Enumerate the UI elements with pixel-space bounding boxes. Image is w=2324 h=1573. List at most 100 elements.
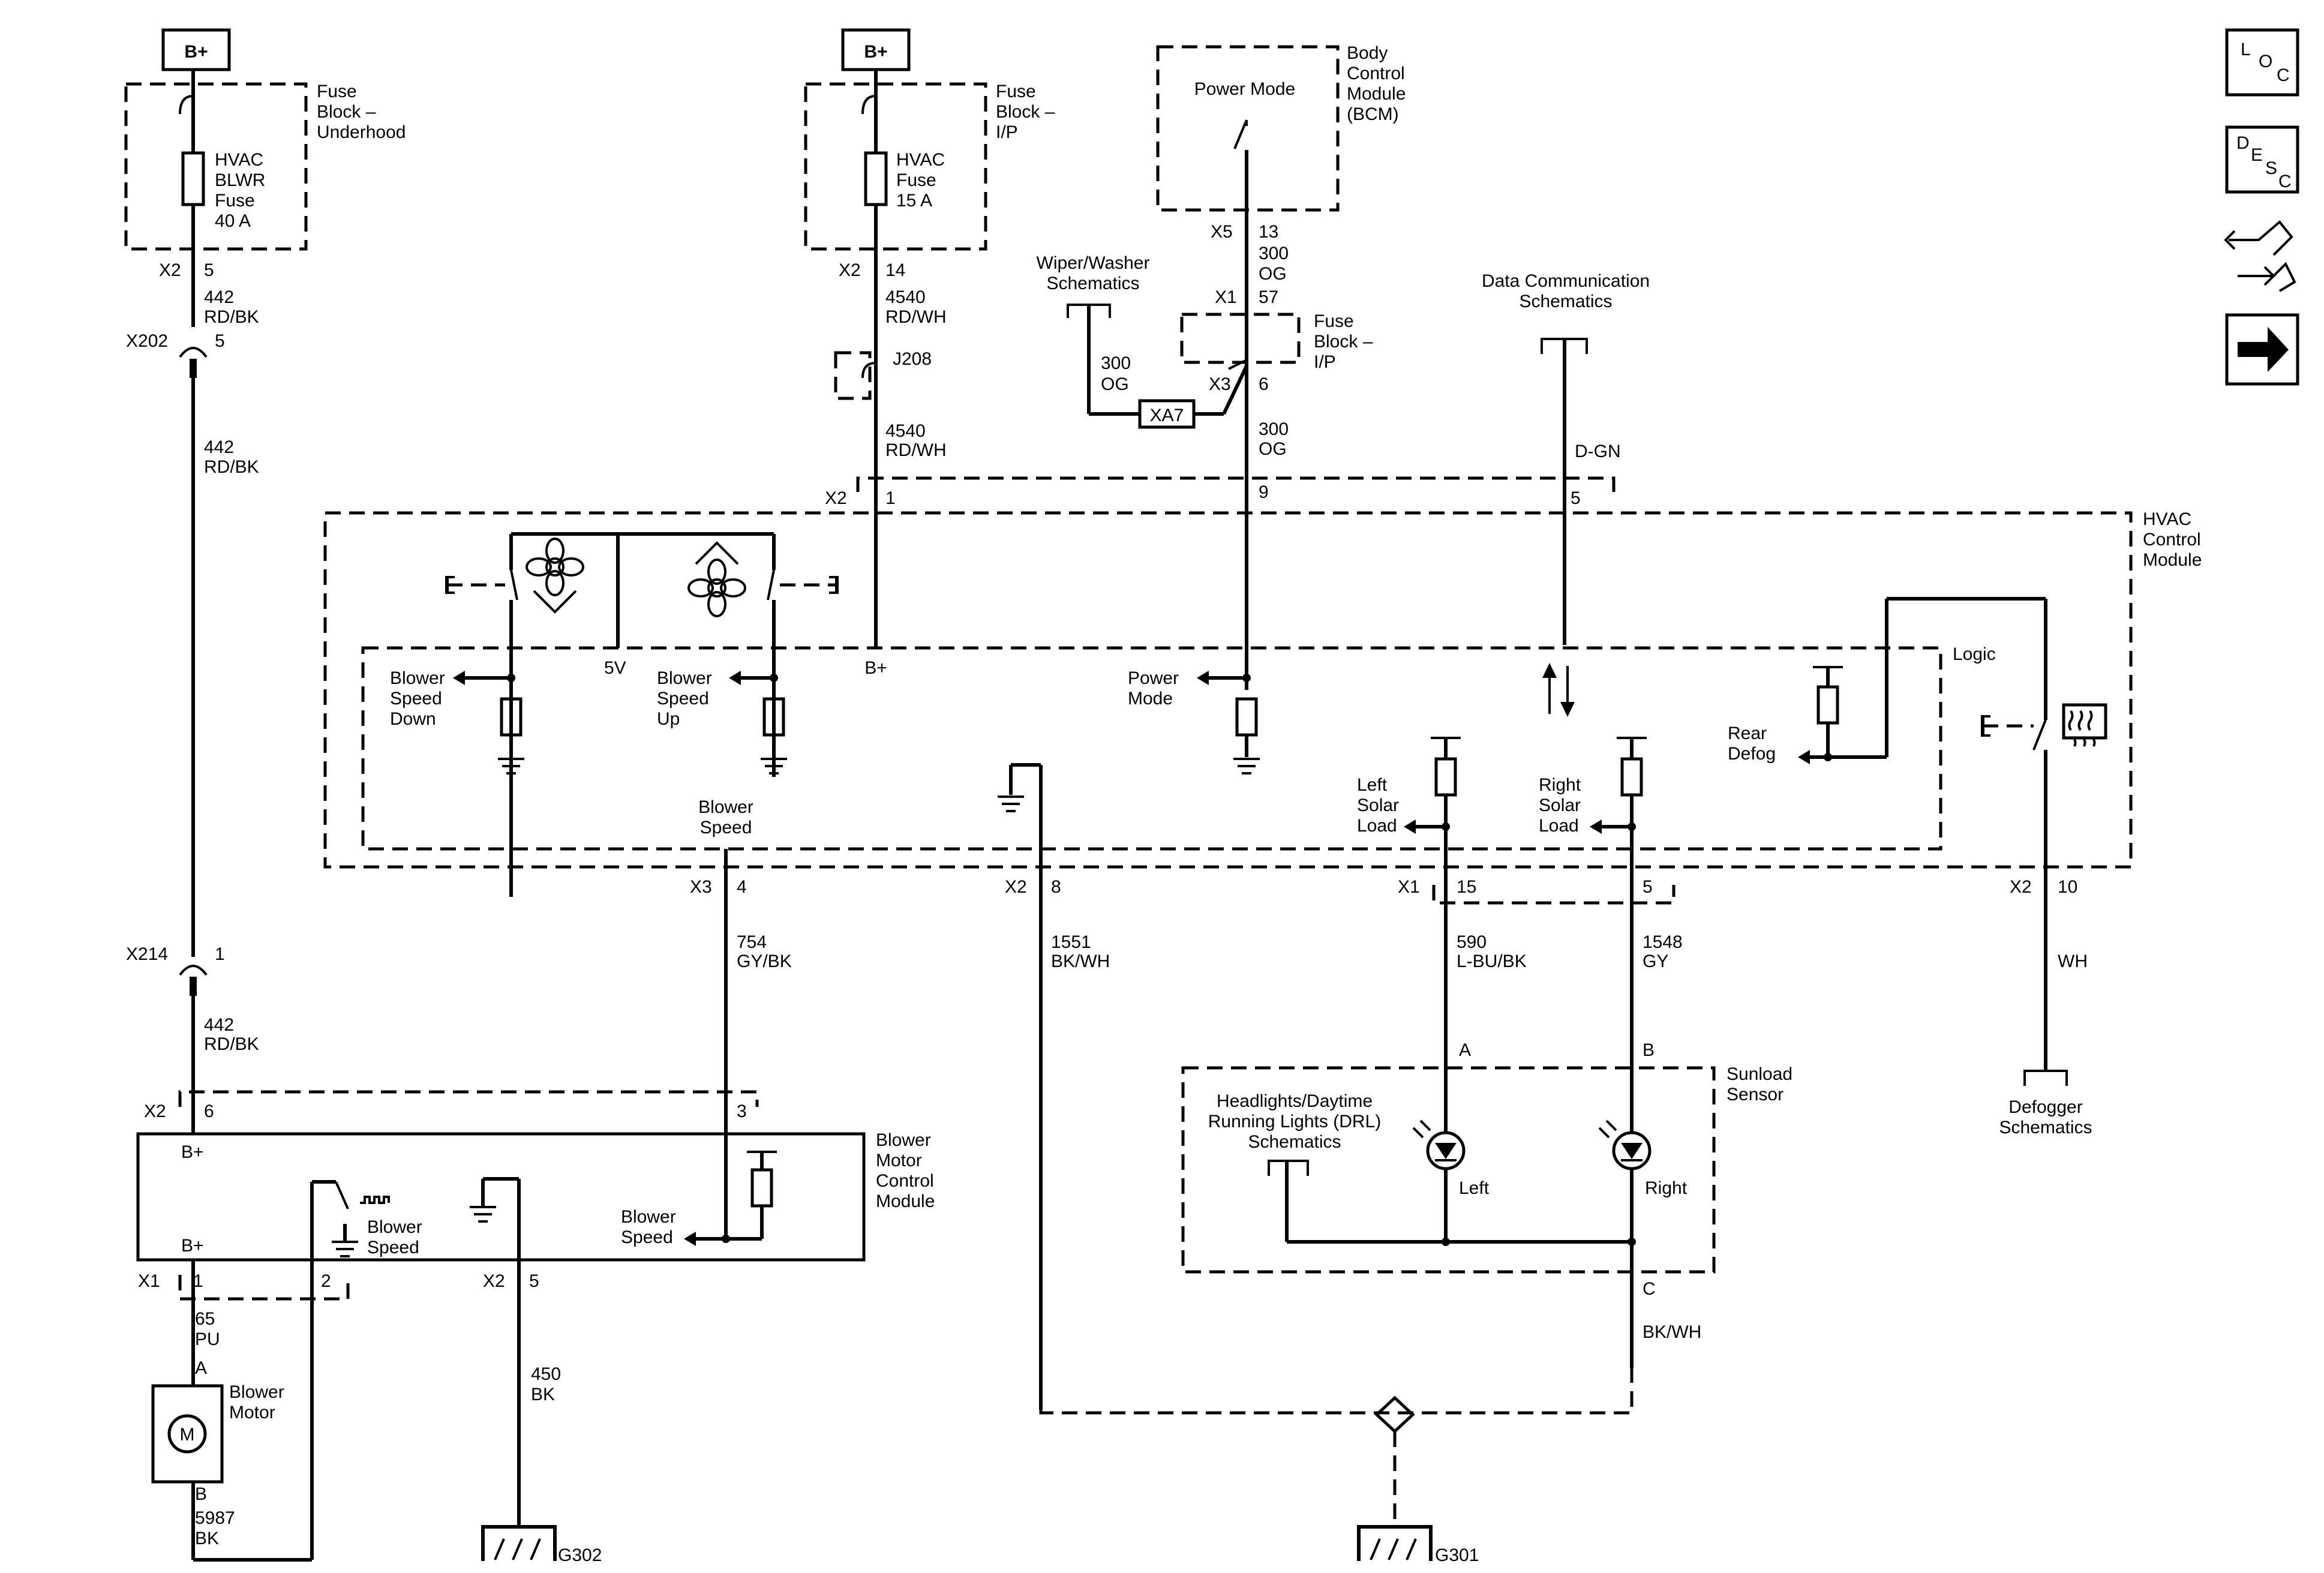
svg-text:HVAC: HVAC bbox=[896, 150, 945, 170]
ground-g302: 450 BK G302 bbox=[481, 1364, 602, 1565]
svg-text:Blower: Blower bbox=[621, 1207, 676, 1227]
svg-text:Module: Module bbox=[876, 1191, 935, 1211]
svg-text:Power: Power bbox=[1128, 668, 1179, 688]
svg-text:RD/BK: RD/BK bbox=[204, 1034, 259, 1054]
svg-text:WH: WH bbox=[2058, 951, 2088, 971]
svg-text:RD/WH: RD/WH bbox=[885, 307, 947, 327]
svg-text:A: A bbox=[195, 1358, 207, 1378]
svg-text:Solar: Solar bbox=[1357, 795, 1399, 815]
svg-text:Sunload: Sunload bbox=[1727, 1064, 1792, 1084]
svg-text:Left: Left bbox=[1357, 775, 1388, 795]
svg-text:300: 300 bbox=[1259, 419, 1289, 439]
b-plus-left: B+ bbox=[161, 28, 231, 71]
svg-text:5: 5 bbox=[1643, 877, 1653, 897]
hvac-x2-connector bbox=[856, 476, 1616, 497]
svg-text:Up: Up bbox=[657, 709, 680, 729]
svg-text:BK: BK bbox=[531, 1385, 555, 1404]
svg-text:Running Lights (DRL): Running Lights (DRL) bbox=[1208, 1112, 1381, 1131]
svg-text:X2: X2 bbox=[483, 1271, 505, 1291]
svg-text:A: A bbox=[1459, 1040, 1471, 1060]
svg-text:Power Mode: Power Mode bbox=[1194, 79, 1295, 99]
svg-text:X2: X2 bbox=[144, 1101, 166, 1121]
svg-text:M: M bbox=[180, 1425, 195, 1445]
svg-text:S: S bbox=[2265, 158, 2277, 178]
svg-text:754: 754 bbox=[737, 932, 767, 952]
svg-text:Motor: Motor bbox=[229, 1403, 275, 1422]
svg-text:BK: BK bbox=[195, 1529, 219, 1548]
blower-motor: 65 PU A M Blower Motor B 5987 BK bbox=[151, 1260, 314, 1562]
svg-text:5: 5 bbox=[204, 260, 214, 280]
ground-icon bbox=[761, 758, 787, 775]
svg-text:Control: Control bbox=[876, 1171, 934, 1191]
svg-text:HVAC: HVAC bbox=[2143, 509, 2191, 529]
svg-text:Body: Body bbox=[1347, 43, 1388, 63]
svg-text:Right: Right bbox=[1539, 775, 1581, 795]
svg-text:I/P: I/P bbox=[1314, 352, 1336, 372]
svg-text:65: 65 bbox=[195, 1309, 215, 1329]
svg-text:Left: Left bbox=[1459, 1178, 1490, 1198]
svg-text:OG: OG bbox=[1101, 374, 1129, 394]
svg-text:Block –: Block – bbox=[1314, 332, 1373, 352]
fan-down-icon bbox=[526, 538, 584, 614]
svg-text:B: B bbox=[1643, 1040, 1655, 1060]
svg-text:B+: B+ bbox=[184, 42, 208, 62]
ground-icon bbox=[998, 795, 1024, 812]
svg-text:4540: 4540 bbox=[885, 421, 926, 441]
svg-text:Rear: Rear bbox=[1728, 724, 1767, 743]
svg-text:Underhood: Underhood bbox=[317, 122, 406, 142]
svg-text:C: C bbox=[2277, 65, 2290, 85]
svg-text:Fuse: Fuse bbox=[215, 191, 255, 211]
svg-text:BK/WH: BK/WH bbox=[1643, 1322, 1701, 1342]
svg-text:X2: X2 bbox=[839, 260, 861, 280]
svg-text:X214: X214 bbox=[126, 944, 168, 964]
svg-text:Schematics: Schematics bbox=[1248, 1132, 1341, 1152]
ground-icon bbox=[1233, 758, 1260, 775]
svg-text:6: 6 bbox=[204, 1101, 214, 1121]
svg-text:Module: Module bbox=[2143, 550, 2202, 570]
svg-text:450: 450 bbox=[531, 1364, 561, 1384]
svg-text:G301: G301 bbox=[1435, 1545, 1479, 1565]
svg-text:X1: X1 bbox=[138, 1271, 160, 1291]
svg-text:X2: X2 bbox=[2010, 877, 2032, 897]
svg-text:X1: X1 bbox=[1398, 877, 1420, 897]
svg-text:40 A: 40 A bbox=[215, 211, 251, 231]
svg-text:Schematics: Schematics bbox=[1519, 292, 1612, 311]
svg-text:X202: X202 bbox=[126, 331, 168, 351]
svg-text:Fuse: Fuse bbox=[1314, 311, 1354, 331]
svg-text:X5: X5 bbox=[1211, 222, 1233, 242]
svg-text:Right: Right bbox=[1645, 1178, 1688, 1198]
next-arrow-button[interactable] bbox=[2225, 313, 2299, 386]
svg-text:4: 4 bbox=[737, 877, 747, 897]
blower-motor-control-module: X2 6 3 Blower Motor Control Module B+ B+… bbox=[136, 1090, 935, 1527]
svg-text:Speed: Speed bbox=[390, 689, 442, 709]
svg-text:Wiper/Washer: Wiper/Washer bbox=[1037, 253, 1150, 273]
svg-text:Fuse: Fuse bbox=[317, 82, 357, 101]
data-arrows-icon bbox=[1542, 663, 1575, 717]
svg-text:BK/WH: BK/WH bbox=[1051, 951, 1110, 971]
swap-icon[interactable] bbox=[2224, 220, 2296, 292]
pwm-icon bbox=[360, 1196, 390, 1204]
svg-text:J208: J208 bbox=[893, 349, 932, 369]
svg-text:OG: OG bbox=[1259, 439, 1287, 459]
svg-text:Blower: Blower bbox=[229, 1382, 284, 1402]
svg-text:Load: Load bbox=[1539, 816, 1579, 836]
loc-button[interactable]: L O C bbox=[2225, 28, 2299, 97]
svg-text:Headlights/Daytime: Headlights/Daytime bbox=[1217, 1091, 1373, 1111]
svg-text:5: 5 bbox=[529, 1271, 539, 1291]
svg-text:HVAC: HVAC bbox=[215, 150, 263, 170]
wiper-washer-schematics: Wiper/Washer Schematics 300 OG XA7 bbox=[1037, 253, 1248, 429]
svg-text:X2: X2 bbox=[1005, 877, 1027, 897]
fan-up-icon bbox=[687, 541, 746, 617]
svg-text:442: 442 bbox=[204, 1015, 234, 1035]
svg-text:Data Communication: Data Communication bbox=[1482, 271, 1650, 291]
svg-text:590: 590 bbox=[1457, 932, 1487, 952]
svg-text:2: 2 bbox=[321, 1271, 331, 1291]
desc-button[interactable]: D E S C bbox=[2225, 125, 2299, 194]
svg-text:XA7: XA7 bbox=[1150, 406, 1184, 425]
svg-text:X1: X1 bbox=[1215, 287, 1237, 307]
svg-text:5987: 5987 bbox=[195, 1508, 235, 1528]
svg-text:B+: B+ bbox=[864, 658, 887, 678]
svg-text:B: B bbox=[195, 1484, 207, 1504]
svg-text:4540: 4540 bbox=[885, 287, 926, 307]
svg-text:E: E bbox=[2251, 145, 2263, 165]
